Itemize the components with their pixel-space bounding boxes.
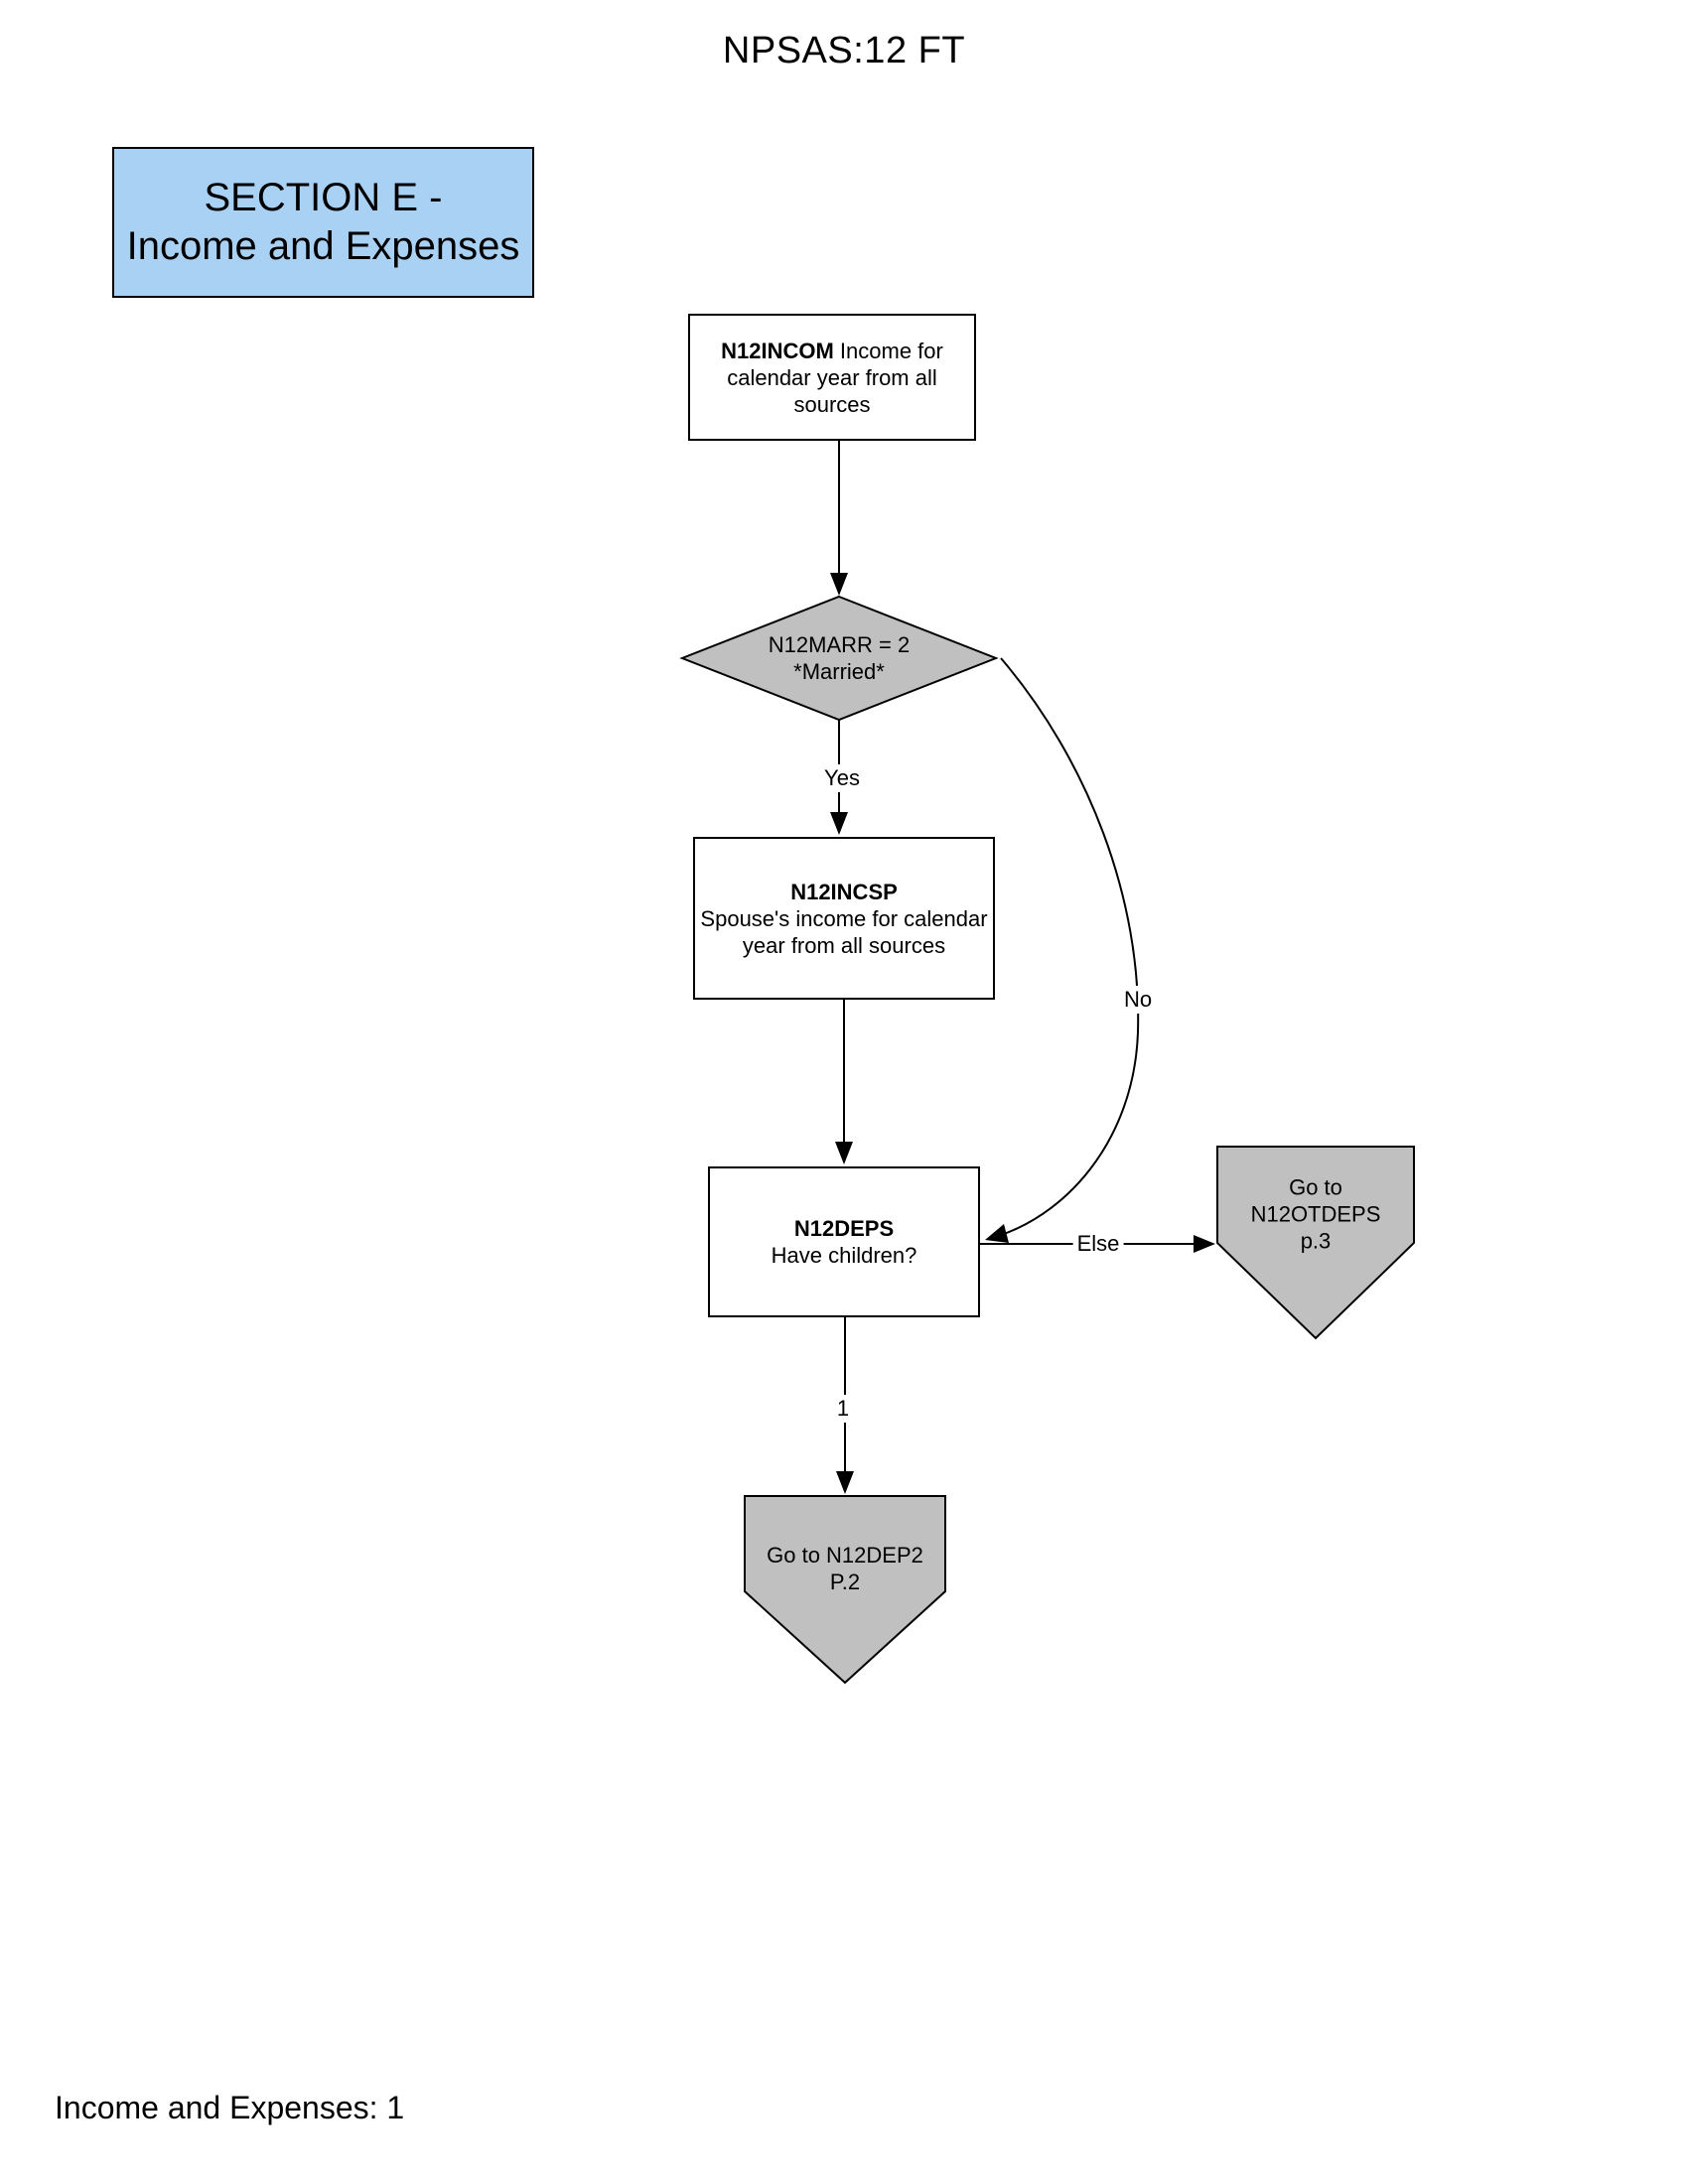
edge-no-curve bbox=[987, 657, 1140, 1240]
page-footer: Income and Expenses: 1 bbox=[55, 2090, 405, 2125]
node-n12deps: N12DEPS Have children? bbox=[708, 1166, 980, 1317]
decision-n12marr-text: N12MARR = 2 *Married* bbox=[769, 631, 910, 685]
arrowhead-incom-to-marr bbox=[830, 573, 848, 596]
node-n12incom-code: N12INCOM bbox=[721, 338, 834, 363]
edge-label-else: Else bbox=[1072, 1230, 1124, 1258]
connector-otdeps-line3: p.3 bbox=[1300, 1228, 1332, 1254]
node-n12incsp-code: N12INCSP bbox=[790, 879, 898, 904]
page-title: NPSAS:12 FT bbox=[722, 30, 966, 71]
arrowhead-incsp-to-deps bbox=[835, 1142, 853, 1164]
edge-label-yes: Yes bbox=[820, 764, 864, 792]
arrowhead-else bbox=[1194, 1235, 1215, 1253]
node-n12incom-label: Income for calendar year from all source… bbox=[727, 338, 943, 417]
node-n12incsp: N12INCSP Spouse's income for calendar ye… bbox=[693, 837, 995, 1000]
section-header-line1: SECTION E - bbox=[204, 176, 443, 220]
node-n12deps-label: Have children? bbox=[771, 1243, 917, 1268]
arrowhead-no bbox=[985, 1224, 1009, 1243]
node-n12incsp-label: Spouse's income for calendar year from a… bbox=[700, 905, 988, 958]
node-n12incom: N12INCOM Income for calendar year from a… bbox=[688, 314, 976, 441]
connector-otdeps-line2: N12OTDEPS bbox=[1250, 1201, 1381, 1227]
node-n12deps-code: N12DEPS bbox=[793, 1216, 895, 1241]
section-header-line2: Income and Expenses bbox=[126, 224, 520, 268]
connector-dep2-text: Go to N12DEP2 P.2 bbox=[767, 1542, 923, 1595]
arrowhead-one bbox=[836, 1471, 854, 1494]
edge-label-one: 1 bbox=[832, 1395, 854, 1423]
edge-label-no: No bbox=[1119, 986, 1157, 1014]
decision-n12marr-line1: N12MARR = 2 bbox=[768, 632, 911, 657]
arrowhead-yes bbox=[830, 812, 848, 835]
connector-dep2-line2: P.2 bbox=[829, 1570, 861, 1594]
section-header-box: SECTION E - Income and Expenses bbox=[112, 147, 534, 298]
connector-dep2-line1: Go to N12DEP2 bbox=[767, 1543, 923, 1568]
connector-otdeps-line1: Go to bbox=[1289, 1174, 1342, 1200]
node-n12incom-text: N12INCOM Income for calendar year from a… bbox=[690, 338, 974, 418]
decision-n12marr-line2: *Married* bbox=[793, 659, 885, 684]
connector-otdeps-text: Go to N12OTDEPS p.3 bbox=[1251, 1174, 1381, 1255]
